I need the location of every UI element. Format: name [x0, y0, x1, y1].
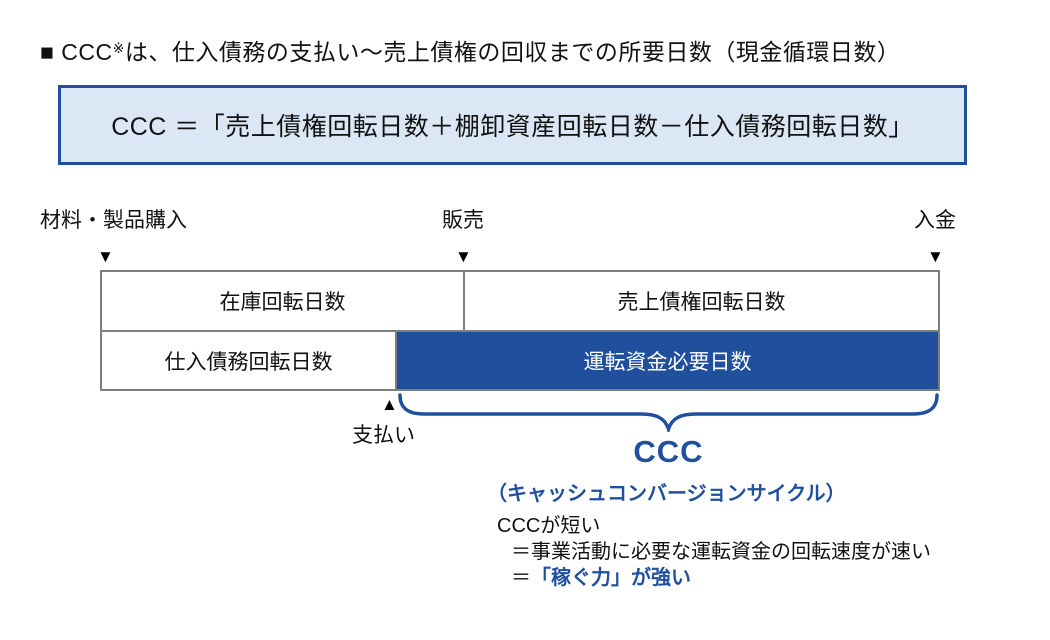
purchase-marker-label: 材料・製品購入 [40, 209, 187, 232]
title-bullet-icon: ■ [40, 39, 55, 65]
ccc-note-line3-prefix: ＝ [511, 567, 531, 589]
page-title: ■ CCC※は、仕入債務の支払い～売上債権の回収までの所要日数（現金循環日数） [40, 33, 900, 67]
title-text-before-sup: CCC [54, 39, 113, 65]
purchase-marker-down-triangle-icon: ▼ [97, 247, 114, 266]
working-capital-days-cell: 運転資金必要日数 [395, 330, 940, 391]
title-superscript: ※ [112, 40, 125, 56]
inventory-turnover-cell: 在庫回転日数 [100, 270, 465, 332]
sale-marker-label: 販売 [442, 209, 484, 232]
ccc-subheading: （キャッシュコンバージョンサイクル） [487, 483, 846, 505]
ccc-formula-text: CCC ＝「売上債権回転日数＋棚卸資産回転日数－仕入債務回転日数」 [111, 113, 914, 141]
sale-marker-down-triangle-icon: ▼ [455, 247, 472, 266]
ccc-formula-box: CCC ＝「売上債権回転日数＋棚卸資産回転日数－仕入債務回転日数」 [58, 85, 967, 165]
deposit-marker-label: 入金 [914, 209, 956, 232]
payment-marker-up-triangle-icon: ▲ [381, 395, 398, 414]
title-text-after-sup: は、仕入債務の支払い～売上債権の回収までの所要日数（現金循環日数） [124, 39, 901, 65]
ccc-note-line1: CCCが短い [497, 515, 601, 537]
ccc-heading: CCC [633, 434, 704, 469]
receivables-turnover-cell: 売上債権回転日数 [463, 270, 940, 332]
ccc-note-line3: ＝「稼ぐ力」が強い [511, 561, 691, 590]
deposit-marker-down-triangle-icon: ▼ [927, 247, 944, 266]
payables-turnover-cell: 仕入債務回転日数 [100, 330, 397, 391]
ccc-brace [398, 393, 939, 432]
ccc-note-line2: ＝事業活動に必要な運転資金の回転速度が速い [511, 541, 931, 563]
payment-marker-label: 支払い [352, 424, 415, 447]
ccc-note-line3-highlight: 「稼ぐ力」が強い [531, 567, 691, 589]
